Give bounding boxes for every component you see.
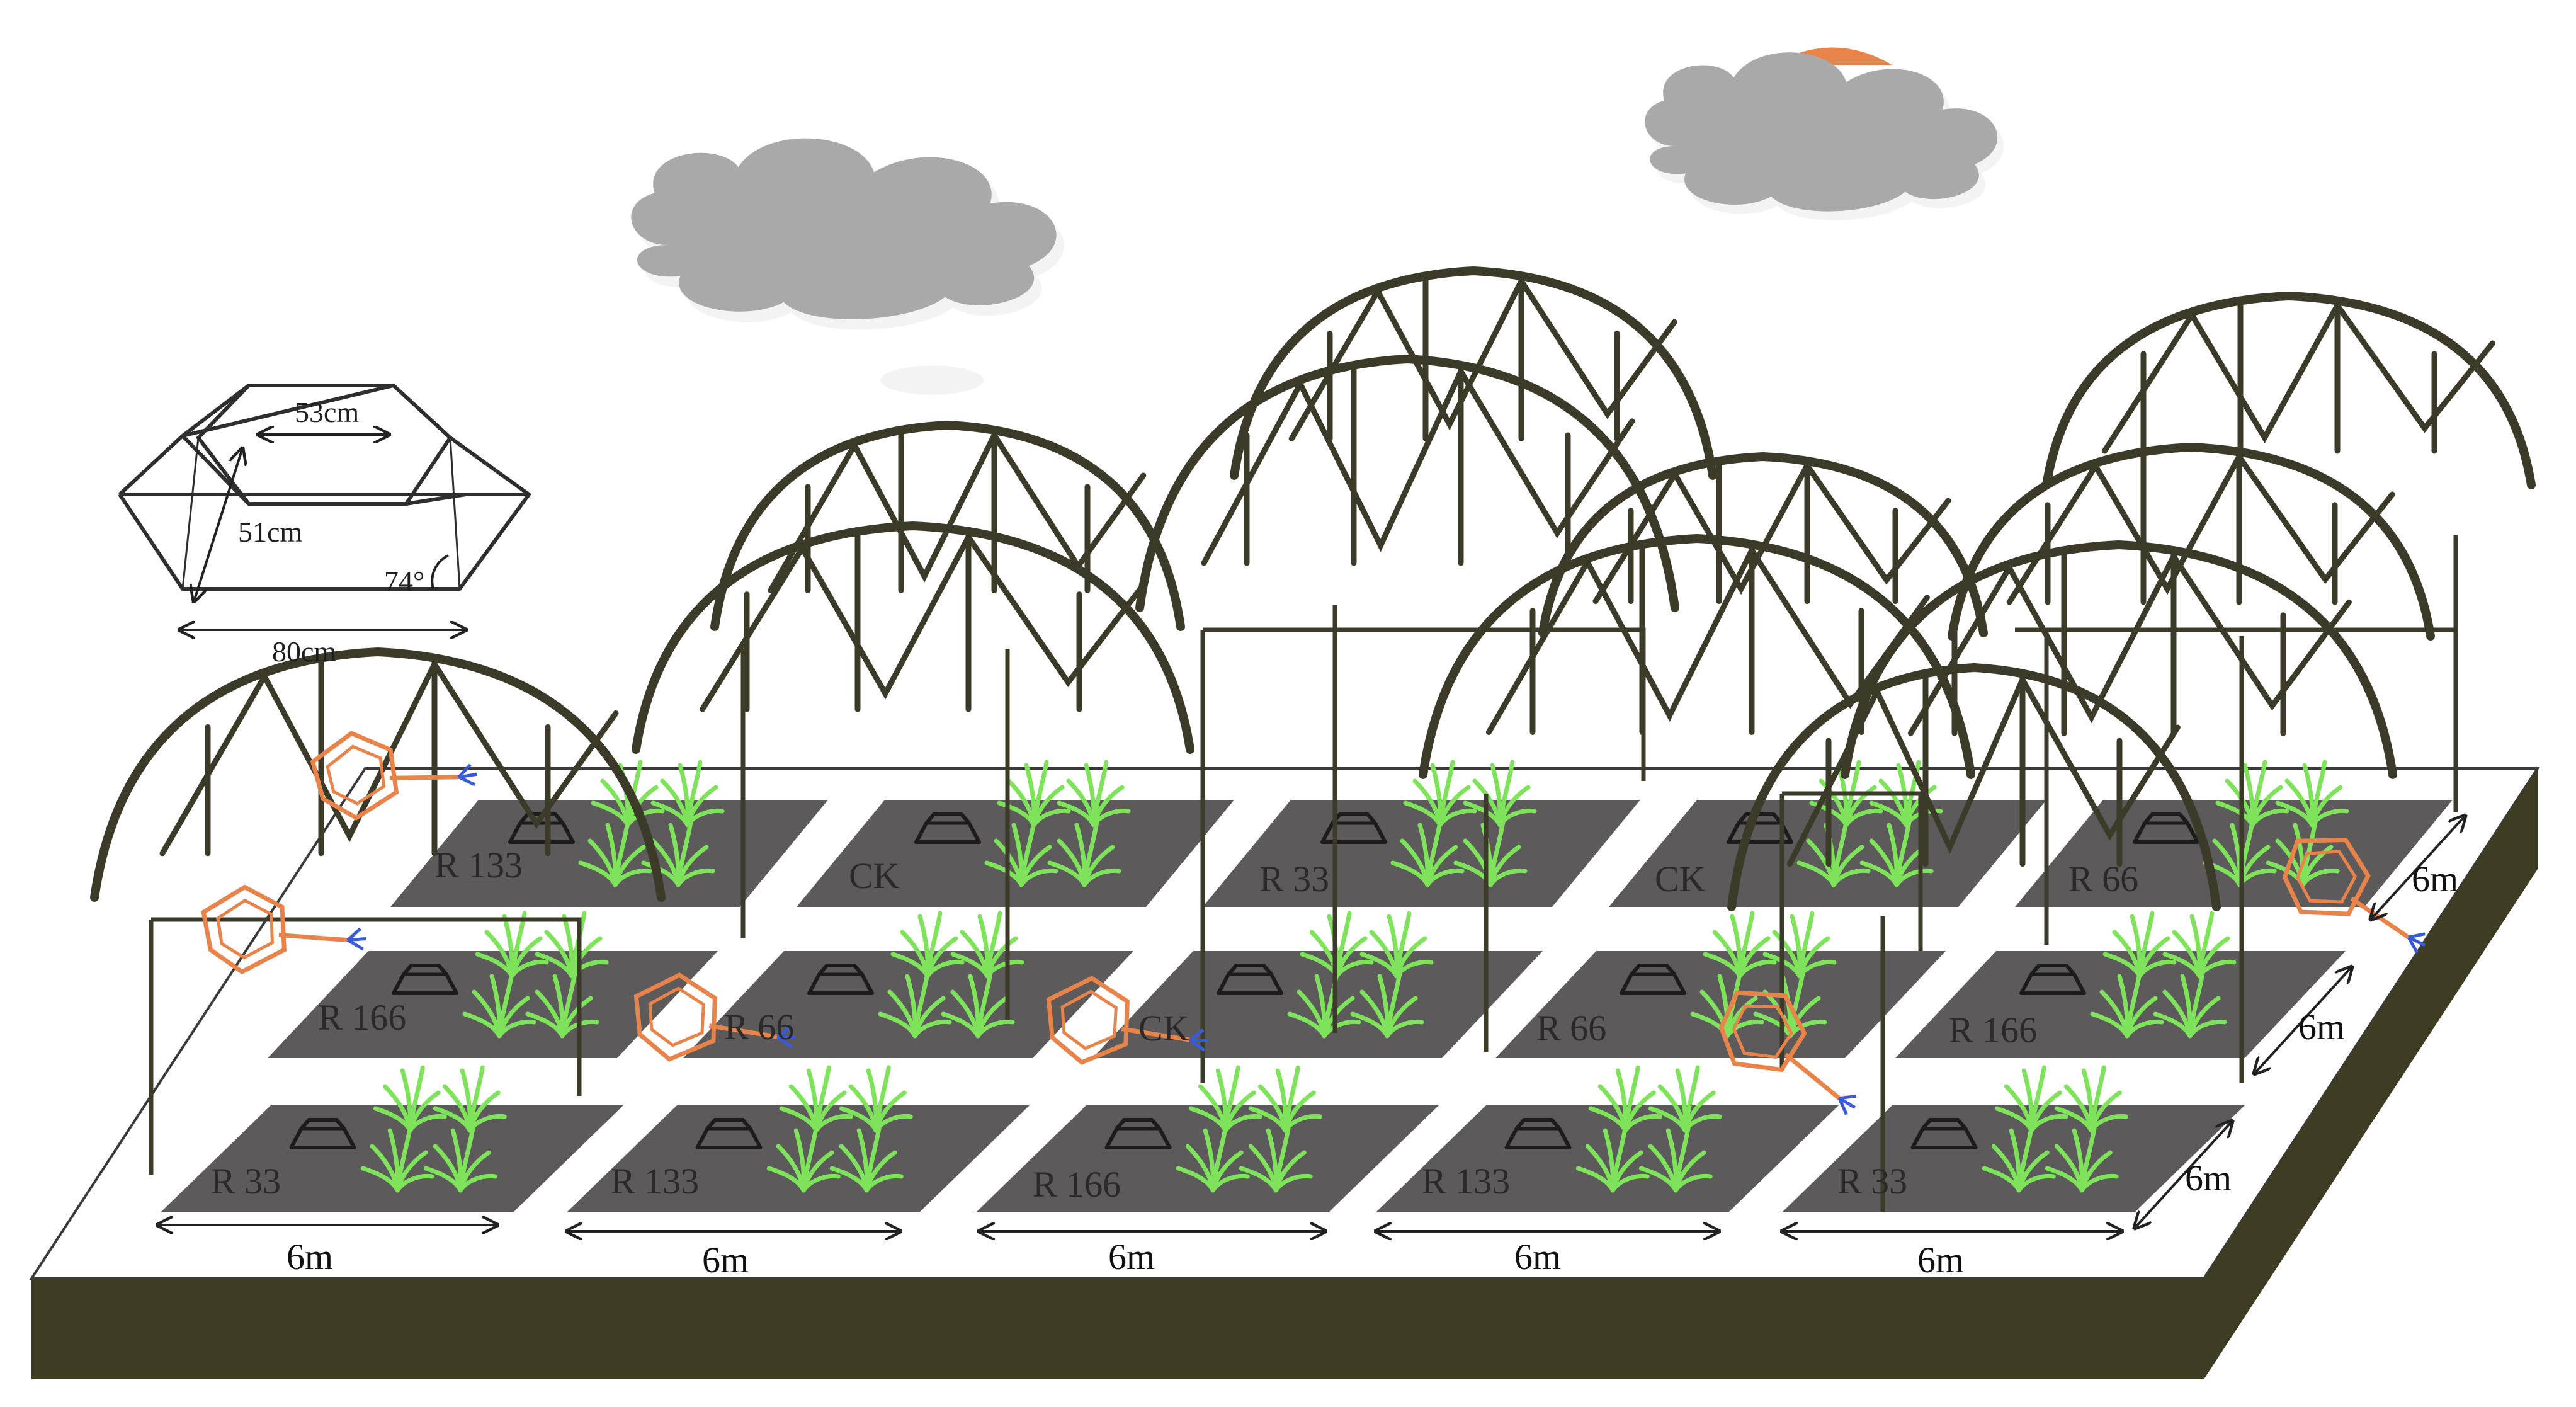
uv-lamps <box>201 731 2426 1115</box>
width-label-5: 6m <box>1917 1239 1964 1280</box>
plot-label-front-5: R 33 <box>1837 1161 1907 1202</box>
depth-label-3: 6m <box>2185 1158 2232 1199</box>
shelter-frame <box>151 917 582 1096</box>
shelter-arch <box>1948 443 2435 641</box>
chamber-height: 51cm <box>238 516 302 548</box>
width-label-2: 6m <box>702 1239 749 1280</box>
shelter-arch <box>1538 452 1988 637</box>
plot <box>976 1068 1439 1212</box>
plot-labels: R 133 CK R 33 CK R 66 R 166 R 66 CK R 66… <box>211 845 2138 1205</box>
chamber-bottom-width: 80cm <box>272 635 336 668</box>
uv-lamp-icon <box>201 884 366 975</box>
plot-label-back-2: CK <box>849 855 900 896</box>
plot <box>161 1068 623 1212</box>
plot <box>1895 913 2346 1058</box>
width-label-3: 6m <box>1108 1236 1155 1277</box>
plot <box>797 762 1234 907</box>
shelter-arch <box>710 421 1185 631</box>
plot-label-middle-5: R 166 <box>1949 1010 2037 1051</box>
cloud-icon <box>1645 52 2004 221</box>
plot-label-front-4: R 133 <box>1422 1161 1510 1202</box>
shelter-frame <box>1203 627 1646 781</box>
plot <box>1203 762 1640 907</box>
plot <box>1092 913 1543 1058</box>
plot <box>268 913 718 1058</box>
plot-label-back-4: CK <box>1655 858 1706 899</box>
depth-label-2: 6m <box>2298 1006 2345 1047</box>
chamber-angle: 74° <box>384 565 424 597</box>
depth-label-1: 6m <box>2412 858 2458 899</box>
shelter-arch <box>1727 663 2221 911</box>
plot-label-back-3: R 33 <box>1259 858 1329 899</box>
plot-label-back-5: R 66 <box>2068 858 2138 899</box>
plot-label-middle-1: R 166 <box>318 997 406 1038</box>
chamber-top-width: 53cm <box>295 396 359 428</box>
width-label-1: 6m <box>287 1236 333 1277</box>
uv-lamp-icon <box>2282 837 2426 954</box>
plot-grid <box>161 762 2453 1212</box>
plot-label-front-1: R 33 <box>211 1161 281 1202</box>
plot-label-middle-2: R 66 <box>724 1006 794 1047</box>
plot-label-middle-3: CK <box>1138 1008 1189 1049</box>
chamber-icon <box>118 384 531 591</box>
plot <box>567 1068 1030 1212</box>
plot <box>1376 1068 1839 1212</box>
shelter-arch <box>1135 355 1679 612</box>
rainout-shelters <box>90 266 2536 1212</box>
plot-label-front-2: R 133 <box>611 1161 699 1202</box>
plot-label-front-3: R 166 <box>1033 1164 1121 1205</box>
uv-lamp-icon <box>633 972 796 1062</box>
uv-lamp-icon <box>310 731 477 821</box>
plot <box>2015 762 2453 907</box>
width-label-4: 6m <box>1514 1236 1561 1277</box>
cloud-icon <box>631 138 1064 395</box>
plot <box>683 913 1133 1058</box>
shelter-frame <box>1782 791 1923 951</box>
dimension-annotations: 6m 6m 6m 6m 6m 6m 6m 6m <box>157 816 2465 1280</box>
plot <box>390 762 828 907</box>
uv-lamp-icon <box>1718 990 1856 1115</box>
plot-label-middle-4: R 66 <box>1536 1008 1606 1049</box>
shelter-arch <box>632 521 1194 754</box>
plot <box>1782 1068 2245 1212</box>
shelter-arch <box>2042 292 2536 489</box>
chamber-inset: 53cm 51cm 74° 80cm <box>118 384 531 668</box>
uv-lamp-icon <box>1046 976 1208 1065</box>
shelter-arch <box>1230 266 1717 480</box>
plot-label-back-1: R 133 <box>434 845 523 886</box>
plot <box>1495 913 1946 1058</box>
